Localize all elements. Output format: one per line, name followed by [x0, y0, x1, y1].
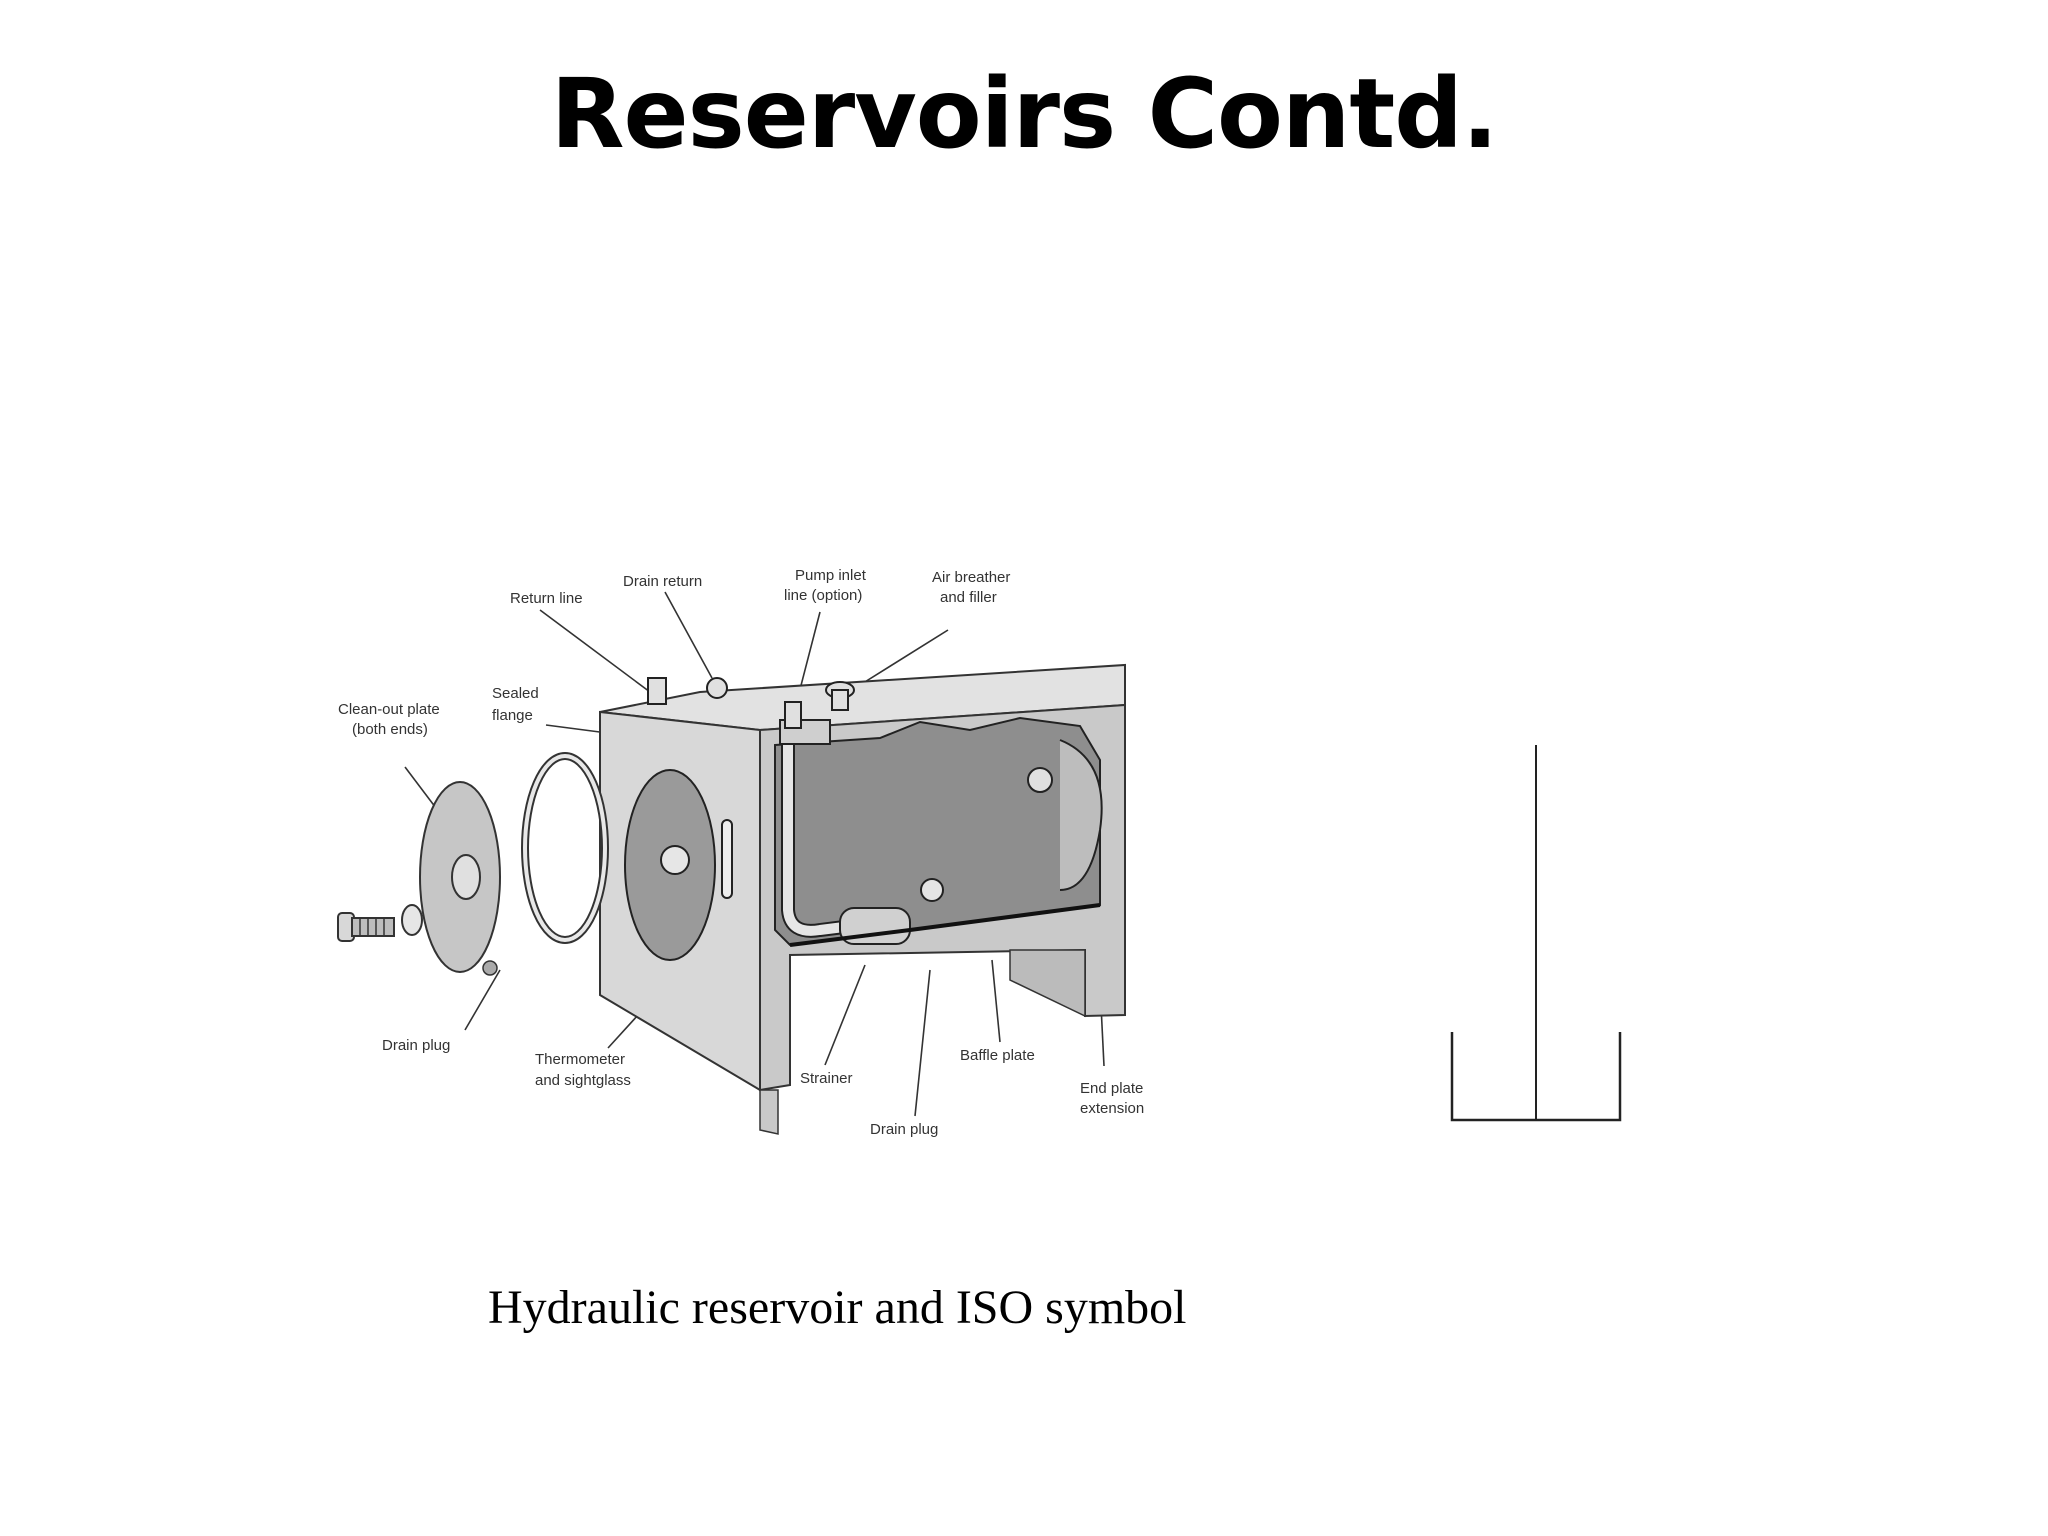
slide-title: Reservoirs Contd. — [550, 58, 1499, 170]
baffle-end — [1059, 739, 1103, 891]
washer — [401, 904, 423, 936]
label-air-breather-2: and filler — [940, 589, 997, 606]
pump-inlet-fitting — [784, 701, 802, 729]
label-baffle-plate: Baffle plate — [960, 1047, 1035, 1064]
label-pump-inlet-line-2: line (option) — [784, 587, 862, 604]
label-sealed-flange-2: flange — [492, 707, 533, 724]
label-clean-out-plate: Clean-out plate — [338, 701, 440, 718]
leader-lines — [404, 591, 1105, 1117]
label-strainer: Strainer — [800, 1070, 853, 1087]
label-thermometer-2: and sightglass — [535, 1072, 631, 1089]
label-thermometer: Thermometer — [535, 1051, 625, 1068]
thermometer-sightglass — [721, 819, 733, 899]
label-end-plate-2: extension — [1080, 1100, 1144, 1117]
figure-caption: Hydraulic reservoir and ISO symbol — [488, 1281, 1187, 1334]
label-sealed-flange: Sealed — [492, 685, 539, 702]
iso-reservoir-symbol — [1450, 745, 1622, 1122]
label-air-breather: Air breather — [932, 569, 1010, 586]
label-return-line: Return line — [510, 590, 583, 607]
label-pump-inlet-line: Pump inlet — [795, 567, 867, 584]
label-drain-plug-left: Drain plug — [382, 1037, 450, 1054]
label-drain-plug-bottom: Drain plug — [870, 1121, 938, 1138]
label-end-plate: End plate — [1080, 1080, 1143, 1097]
tank-interior-cutaway — [774, 716, 1101, 947]
label-drain-return: Drain return — [623, 573, 702, 590]
drain-plug-bolt — [337, 912, 395, 942]
drain-return-fitting — [706, 677, 728, 699]
return-line-fitting — [647, 677, 667, 705]
hydraulic-reservoir-illustration: Return line Drain return Pump inlet line… — [337, 567, 1144, 1138]
label-clean-out-plate-2: (both ends) — [352, 721, 428, 738]
